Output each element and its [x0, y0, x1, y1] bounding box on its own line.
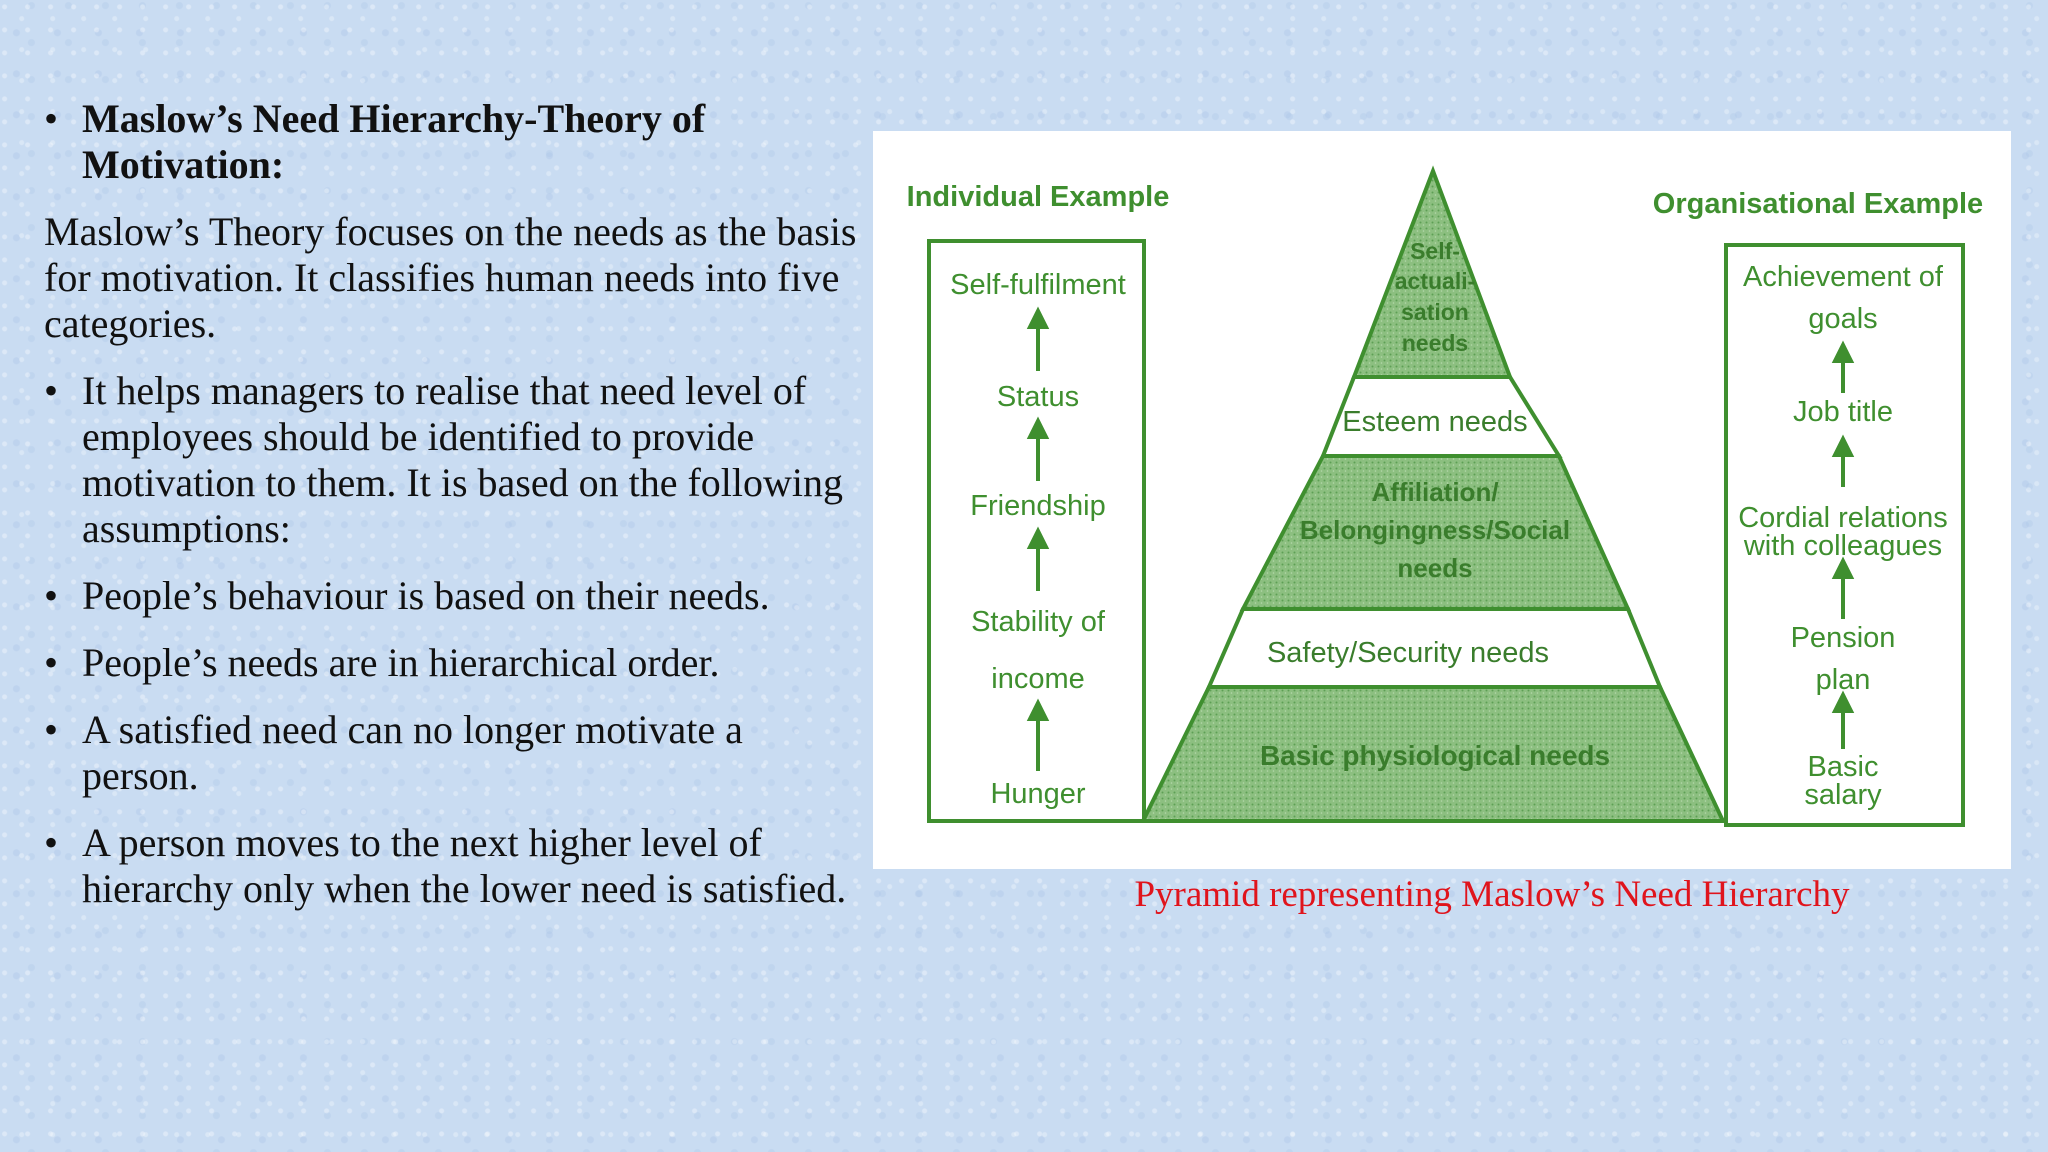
bullet-glyph: •	[44, 820, 59, 865]
bullet-item: • People’s behaviour is based on their n…	[44, 573, 864, 619]
pyramid-labels: Self- actuali- sation needs Esteem needs…	[1260, 238, 1610, 771]
right-item: Pension	[1791, 622, 1896, 654]
bullet-item: • People’s needs are in hierarchical ord…	[44, 640, 864, 686]
intro-paragraph: Maslow’s Theory focuses on the needs as …	[44, 209, 857, 346]
left-item: Stability of	[971, 606, 1106, 638]
left-item: Self-fulfilment	[950, 269, 1126, 301]
level-label: Self-	[1410, 238, 1460, 264]
right-item: goals	[1808, 303, 1877, 335]
bullet-text: It helps managers to realise that need l…	[82, 368, 844, 551]
right-item: Cordial relations	[1738, 502, 1948, 534]
bullet-text: People’s behaviour is based on their nee…	[82, 573, 770, 618]
individual-example-box	[927, 239, 1146, 823]
level-label: Affiliation/	[1371, 477, 1498, 507]
bullet-glyph: •	[44, 707, 59, 752]
bullet-glyph: •	[44, 368, 59, 413]
pyramid-diagram: Individual Example Organisational Exampl…	[907, 165, 1983, 827]
left-item: Hunger	[990, 778, 1085, 810]
individual-example-title: Individual Example	[907, 181, 1170, 213]
bullet-item: • A person moves to the next higher leve…	[44, 820, 864, 912]
slide-heading: Maslow’s Need Hierarchy-Theory of Motiva…	[82, 96, 706, 187]
level-label: sation	[1401, 299, 1469, 325]
left-item: Friendship	[970, 490, 1105, 522]
right-item: Job title	[1793, 396, 1893, 428]
level-label: needs	[1402, 330, 1468, 356]
figure-caption: Pyramid representing Maslow’s Need Hiera…	[1134, 874, 1850, 915]
bullet-text: A person moves to the next higher level …	[82, 820, 847, 911]
right-item: salary	[1804, 779, 1882, 811]
heading-bullet: • Maslow’s Need Hierarchy-Theory of Moti…	[44, 96, 864, 188]
bullet-text: People’s needs are in hierarchical order…	[82, 640, 720, 685]
left-item: income	[991, 663, 1085, 695]
organisational-example-box	[1724, 243, 1965, 827]
organisational-example-title: Organisational Example	[1653, 188, 1983, 220]
bullet-glyph: •	[44, 96, 59, 141]
left-item: Status	[997, 381, 1079, 413]
right-item: with colleagues	[1743, 530, 1942, 562]
text-column: • Maslow’s Need Hierarchy-Theory of Moti…	[44, 96, 864, 933]
level-label: Esteem needs	[1342, 406, 1527, 438]
right-item: Achievement of	[1743, 261, 1944, 293]
maslow-pyramid-figure: Individual Example Organisational Exampl…	[873, 131, 2011, 869]
bullet-item: • A satisfied need can no longer motivat…	[44, 707, 864, 799]
level-label: actuali-	[1395, 268, 1476, 294]
bullet-glyph: •	[44, 573, 59, 618]
bullet-text: A satisfied need can no longer motivate …	[82, 707, 743, 798]
level-label: Belongingness/Social	[1300, 515, 1570, 545]
right-arrows	[1831, 340, 1855, 749]
bullet-glyph: •	[44, 640, 59, 685]
left-arrows	[1026, 306, 1050, 771]
bullet-item: • It helps managers to realise that need…	[44, 368, 864, 552]
level-label: Basic physiological needs	[1260, 740, 1610, 771]
right-item: Basic	[1808, 751, 1879, 783]
pyramid-level-basic	[1139, 685, 1727, 823]
level-label: Safety/Security needs	[1267, 637, 1549, 669]
level-label: needs	[1397, 553, 1472, 583]
